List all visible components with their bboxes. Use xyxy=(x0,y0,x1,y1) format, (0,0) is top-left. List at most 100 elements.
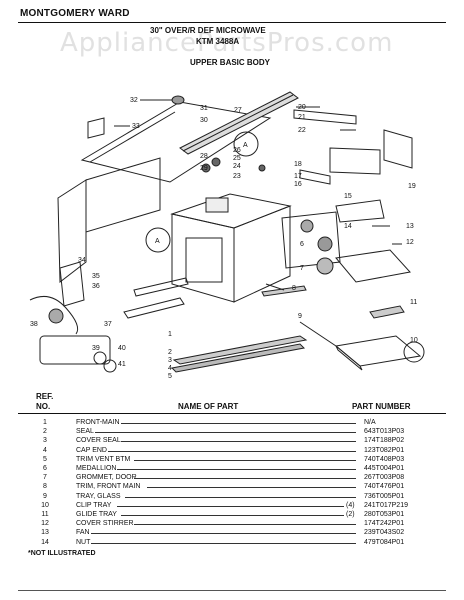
header-rule xyxy=(18,22,446,23)
component-40 xyxy=(93,351,107,365)
quantity: (2) xyxy=(346,511,355,518)
part-number: 445T004P01 xyxy=(364,465,405,472)
callout-13: 13 xyxy=(406,223,414,230)
callout-a-left: A xyxy=(155,238,160,245)
trim-vent-bottom xyxy=(172,335,308,365)
component-41 xyxy=(103,359,117,373)
component-38 xyxy=(48,308,64,324)
callout-3: 3 xyxy=(168,357,172,364)
leader-line xyxy=(121,423,356,424)
callout-11: 11 xyxy=(410,299,417,306)
callout-41: 41 xyxy=(118,361,126,368)
callout-39: 39 xyxy=(92,345,100,352)
bracket-22 xyxy=(329,147,381,175)
quantity: (4) xyxy=(346,501,355,509)
part-name: GROMMET, DOOR xyxy=(76,474,137,482)
part-number: 643T013P03 xyxy=(364,428,405,436)
bracket-35 xyxy=(59,261,85,307)
fan-hub xyxy=(317,236,333,252)
detail-a-right xyxy=(233,131,259,157)
ref-number: 14 xyxy=(41,538,49,546)
part-number: 241T017P219 xyxy=(364,501,408,509)
ref-number: 3 xyxy=(43,437,47,445)
model-title: 30" OVER/R DEF MICROWAVE xyxy=(150,26,266,35)
callout-20: 20 xyxy=(298,104,306,111)
wire-harness xyxy=(29,295,79,335)
part-name: CAP END xyxy=(76,446,107,454)
brand-name: MONTGOMERY WARD xyxy=(20,8,130,19)
ref-number: 6 xyxy=(43,465,47,472)
watermark: AppliancePartsPros.com xyxy=(60,28,394,58)
callout-32: 32 xyxy=(130,97,138,104)
ref-number: 11 xyxy=(41,511,49,518)
leader-line xyxy=(90,542,356,544)
part-name: FRONT-MAIN xyxy=(76,419,120,426)
callout-10: 10 xyxy=(410,337,418,344)
part-name: MEDALLION xyxy=(76,465,117,472)
callout-7: 7 xyxy=(300,265,304,272)
leader-line xyxy=(133,459,356,461)
callout-22: 22 xyxy=(298,127,306,134)
table-row: 6 MEDALLION 445T004P01 xyxy=(18,464,448,473)
leader-line xyxy=(108,450,356,452)
front-trim xyxy=(261,285,307,297)
callout-1: 1 xyxy=(168,331,172,338)
callout-4: 4 xyxy=(168,365,172,372)
callout-15: 15 xyxy=(344,193,352,200)
leader-line xyxy=(90,533,356,535)
leader-line xyxy=(116,469,356,470)
name-header: NAME OF PART xyxy=(178,402,239,411)
callout-33: 33 xyxy=(132,123,140,130)
callout-21: 21 xyxy=(298,114,306,121)
ref-number: 8 xyxy=(43,483,47,491)
part-name: TRIM, FRONT MAIN xyxy=(76,483,141,491)
leader-line xyxy=(121,515,344,516)
medallion-disc xyxy=(316,257,334,275)
bracket-37 xyxy=(123,297,185,319)
callout-28: 28 xyxy=(200,153,208,160)
bracket-20 xyxy=(293,109,357,125)
callout-23: 23 xyxy=(233,173,241,180)
leader-line xyxy=(133,524,356,526)
part-name: CLIP TRAY xyxy=(76,501,112,509)
part-name: GLIDE TRAY xyxy=(76,511,117,518)
clip-tray-detail xyxy=(403,341,425,363)
part-32 xyxy=(171,95,185,105)
cavity-front xyxy=(171,213,235,303)
exploded-parts-diagram: 32 31 30 27 33 26 25 24 23 28 29 20 21 2… xyxy=(29,91,425,380)
no-header: NO. xyxy=(36,402,51,411)
callout-16: 16 xyxy=(294,181,302,188)
ref-number: 2 xyxy=(43,428,47,436)
callout-6: 6 xyxy=(300,241,304,248)
callout-37: 37 xyxy=(104,321,112,328)
part-name: COVER SEAL xyxy=(76,437,121,445)
part-number-header: PART NUMBER xyxy=(352,402,411,411)
callout-8: 8 xyxy=(292,285,296,292)
callout-14: 14 xyxy=(344,223,352,230)
bottom-rule xyxy=(18,590,446,591)
ref-number: 10 xyxy=(41,501,49,509)
callout-9: 9 xyxy=(298,313,302,320)
part-number: 479T084P01 xyxy=(364,538,405,546)
part-number: N/A xyxy=(364,419,376,426)
ref-number: 12 xyxy=(41,520,49,528)
callout-35: 35 xyxy=(92,273,100,280)
callout-38: 38 xyxy=(30,321,38,328)
callout-36: 36 xyxy=(92,283,100,290)
top-panel xyxy=(80,101,272,183)
part-number: 239T043S02 xyxy=(364,529,405,537)
callout-18: 18 xyxy=(294,161,302,168)
callout-a-right: A xyxy=(243,142,248,149)
rear-panel xyxy=(85,157,161,233)
bracket-19 xyxy=(383,129,413,169)
ref-number: 9 xyxy=(43,492,47,500)
